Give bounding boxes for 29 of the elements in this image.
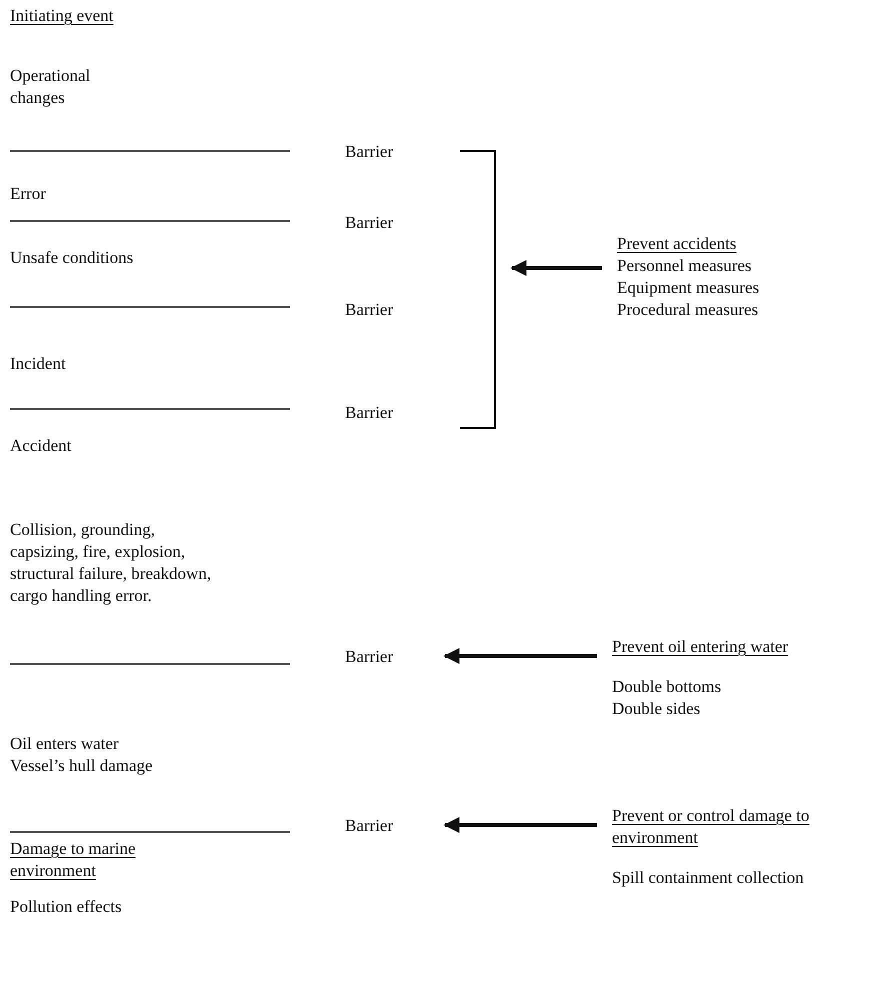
barrier-label: Barrier: [345, 212, 394, 234]
stage-label: Pollution effects: [10, 896, 123, 918]
stage-description: Collision, grounding, capsizing, fire, explosion, structural failure, breakdown, cargo handling error.: [10, 519, 212, 607]
heading: Prevent oil entering water: [612, 636, 790, 658]
measure-text: Equipment measures: [617, 277, 760, 299]
heading: Prevent accidents: [617, 233, 738, 255]
arrow: [443, 648, 597, 664]
measure-text: Double sides: [612, 698, 702, 720]
stage-label: Vessel’s hull damage: [10, 755, 154, 777]
barrier-label: Barrier: [345, 646, 394, 668]
arrow: [443, 817, 597, 833]
stage-label: Operational changes: [10, 65, 92, 109]
stage-label: Unsafe conditions: [10, 247, 134, 269]
heading: Prevent or control damage to environment: [612, 805, 810, 849]
barrier-label: Barrier: [345, 815, 394, 837]
stage-label: Oil enters water: [10, 733, 120, 755]
stage-label: Error: [10, 183, 47, 205]
heading: Initiating event: [10, 5, 114, 27]
measure-text: Procedural measures: [617, 299, 760, 321]
measure-text: Personnel measures: [617, 255, 753, 277]
heading: Damage to marine environment: [10, 838, 137, 882]
stage-label: Incident: [10, 353, 67, 375]
barrier-label: Barrier: [345, 299, 394, 321]
stage-label: Accident: [10, 435, 72, 457]
measure-text: Double bottoms: [612, 676, 722, 698]
measure-text: Spill containment collection: [612, 867, 805, 889]
barrier-label: Barrier: [345, 402, 394, 424]
arrow: [510, 260, 602, 276]
barrier-label: Barrier: [345, 141, 394, 163]
